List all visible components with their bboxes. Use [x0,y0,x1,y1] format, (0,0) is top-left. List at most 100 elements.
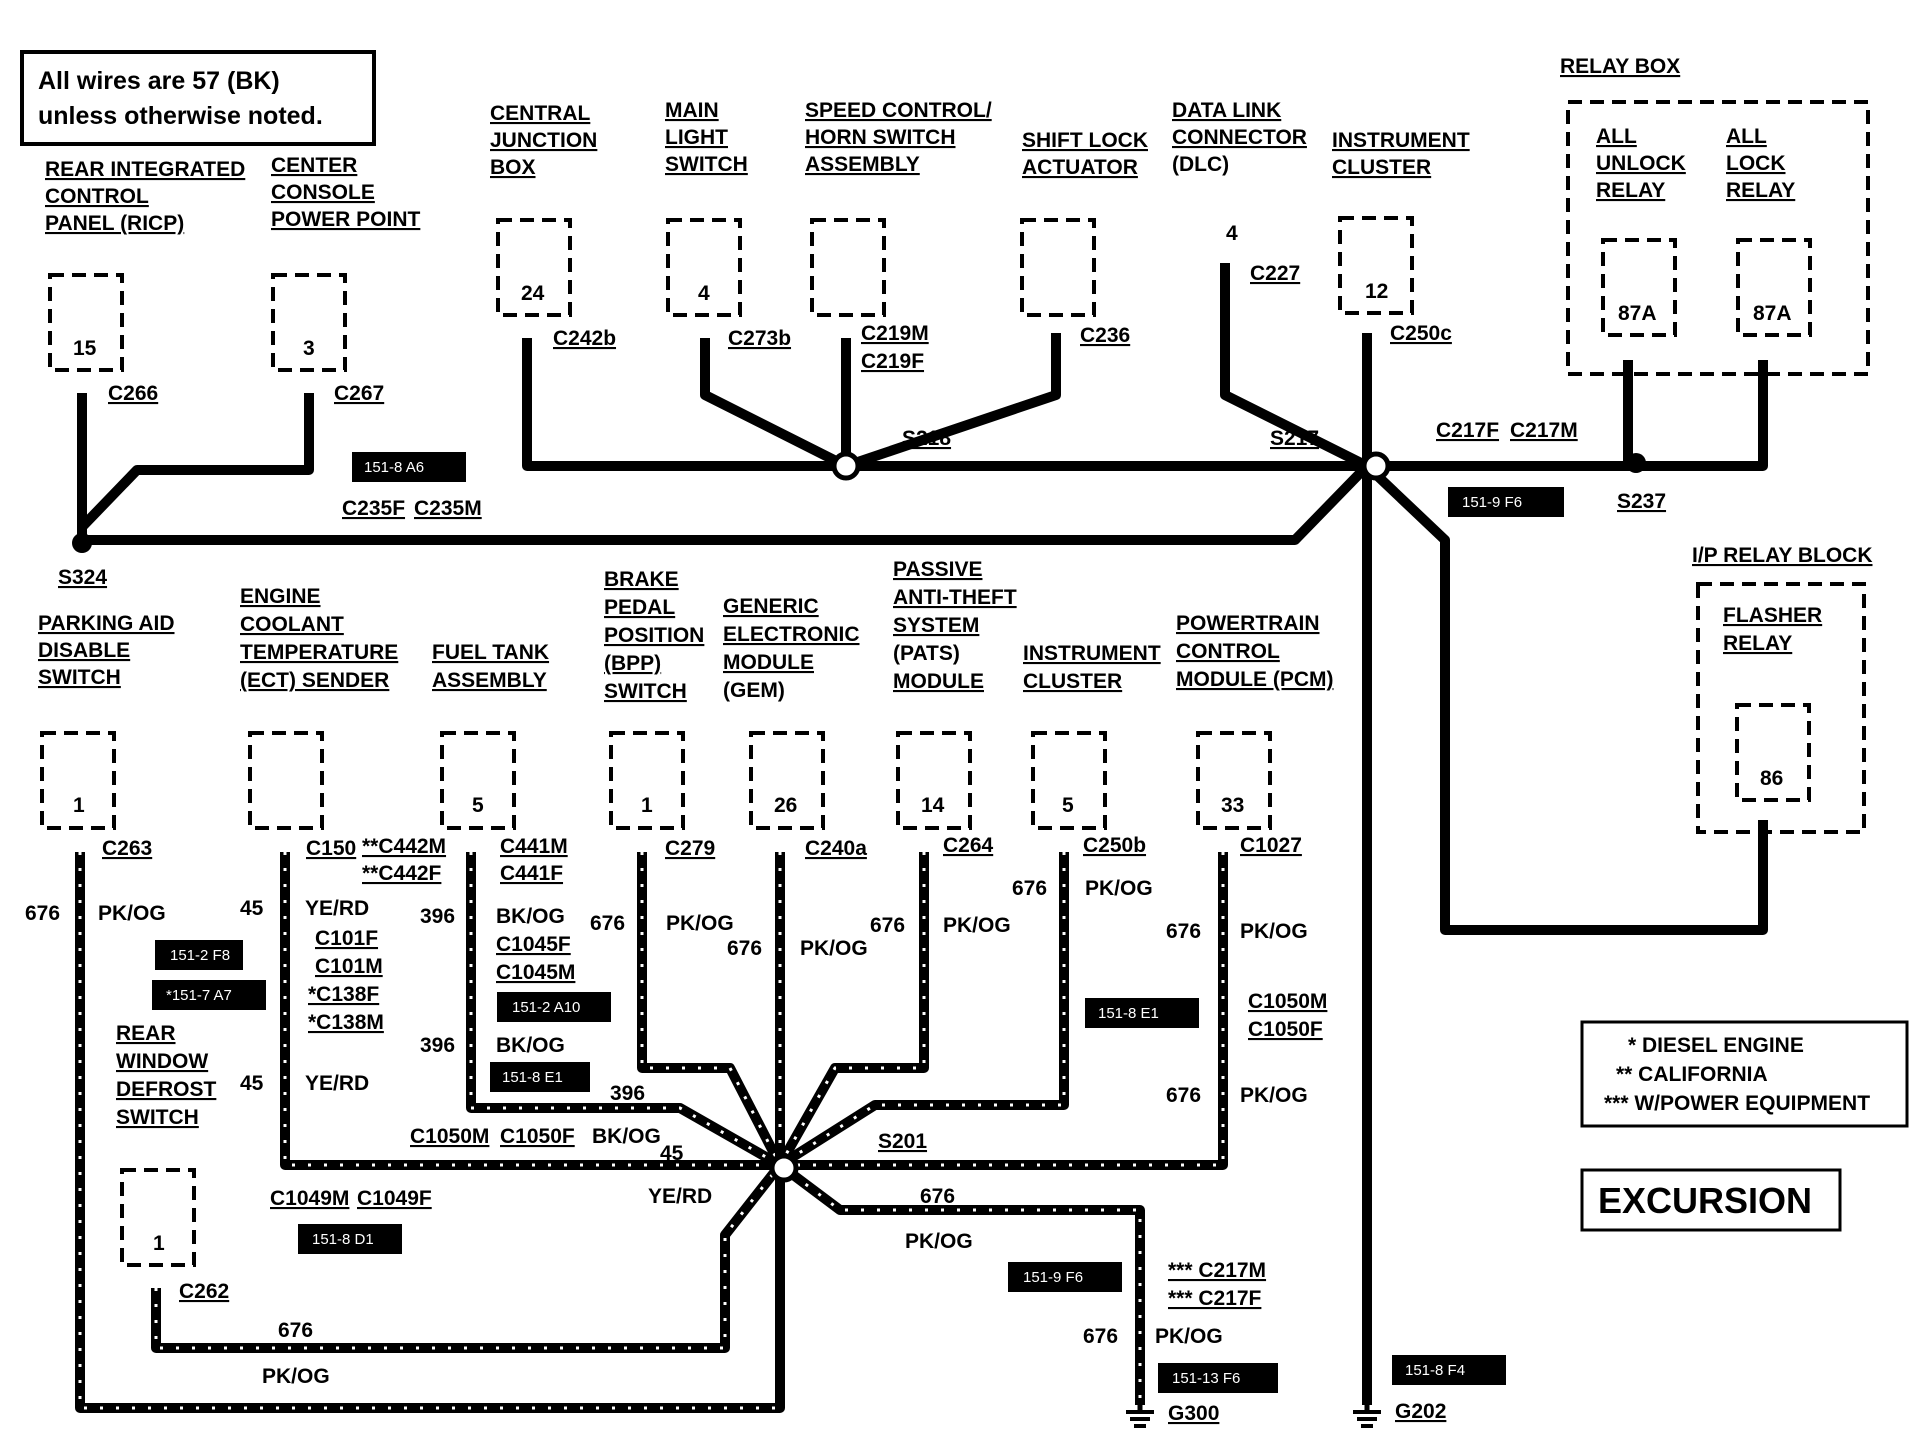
grounds: G300 G202 [1126,1400,1446,1428]
wire-676: 676 [1166,1084,1201,1107]
pin-parking: 1 [73,794,85,817]
wire-bkog: BK/OG [496,905,565,928]
wire-396: 396 [420,905,455,928]
pin-dlc: 4 [1226,222,1238,245]
wire-yerd: YE/RD [305,1072,369,1095]
unlock-label-1: ALL [1596,125,1637,148]
fuel-label-1: FUEL TANK [432,641,549,664]
splices: S218 S217 S237 S324 S201 [58,427,1666,1183]
speed-label-1: SPEED CONTROL/ [805,99,992,122]
console-box [271,273,347,372]
pats-label-4: (PATS) [893,642,960,665]
conn-c1050f-a: C1050F [500,1125,575,1148]
conn-c263: C263 [102,837,152,860]
bpp-box [609,731,685,830]
wire-pkog: PK/OG [666,912,734,935]
ref-tag-9: 151-9 F6 [1023,1269,1083,1286]
ref-tag-2: 151-9 F6 [1462,494,1522,511]
conn-c1050m-b: C1050M [1248,990,1327,1013]
ic2-label-2: CLUSTER [1023,670,1122,693]
gem-label-4: (GEM) [723,679,785,702]
wire-pkog: PK/OG [1155,1325,1223,1348]
wire-396: 396 [610,1082,645,1105]
note-line-2: unless otherwise noted. [38,102,323,130]
unlock-box [1601,238,1677,337]
conn-c217f: C217F [1436,419,1499,442]
wire-pkog: PK/OG [1240,1084,1308,1107]
pin-mls: 4 [698,282,710,305]
legend-power-equipment: *** W/POWER EQUIPMENT [1604,1092,1870,1115]
ref-tag-10: 151-13 F6 [1172,1370,1240,1387]
wire-676: 676 [870,914,905,937]
legend: * DIESEL ENGINE ** CALIFORNIA *** W/POWE… [1580,1020,1909,1128]
pin-fuel: 5 [472,794,484,817]
mls-box [666,218,742,317]
mls-label-3: SWITCH [665,153,748,176]
wire-45: 45 [240,1072,264,1095]
conn-c227: C227 [1250,262,1300,285]
parking-label-2: DISABLE [38,639,130,662]
pin-numbers: 15 3 24 4 4 12 87A 87A 86 1 5 1 26 14 5 … [73,222,1792,1255]
gem-label-1: GENERIC [723,595,819,618]
pin-ricp: 15 [73,337,97,360]
ref-tag-5: 151-2 A10 [512,999,580,1016]
conn-c101m: C101M [315,955,383,978]
conn-c150: C150 [306,837,356,860]
conn-c1049m: C1049M [270,1187,349,1210]
wire-bkog: BK/OG [592,1125,661,1148]
fuel-label-2: ASSEMBLY [432,669,547,692]
ic2-label-1: INSTRUMENT [1023,642,1161,665]
wire-pkog: PK/OG [800,937,868,960]
unlock-label-3: RELAY [1596,179,1665,202]
ricp-label-2: CONTROL [45,185,149,208]
flasher-box [1735,703,1811,802]
conn-c138m: *C138M [308,1011,384,1034]
pin-bpp: 1 [641,794,653,817]
gem-label-3: MODULE [723,651,814,674]
relaybox-label: RELAY BOX [1560,55,1680,78]
wire-45: 45 [240,897,264,920]
wire-pkog: PK/OG [262,1365,330,1388]
lock-label-1: ALL [1726,125,1767,148]
ref-tag-3: 151-2 F8 [170,947,230,964]
conn-c1050m-a: C1050M [410,1125,489,1148]
wire-676: 676 [25,902,60,925]
conn-c236: C236 [1080,324,1130,347]
bpp-label-3: POSITION [604,624,704,647]
wire-labels: 676 PK/OG 45 YE/RD 45 YE/RD 396 BK/OG 39… [25,877,1308,1388]
conn-c441m: C441M [500,835,568,858]
splice-s218 [831,451,861,481]
parking-label-1: PARKING AID [38,612,175,635]
cjb-box [496,218,572,317]
parking-box [40,731,116,830]
connector-labels: C266 C267 C242b C273b C219M C219F C236 C… [102,262,1578,1310]
legend-diesel: * DIESEL ENGINE [1628,1034,1804,1057]
shift-label-2: ACTUATOR [1022,156,1138,179]
conn-c219f: C219F [861,350,924,373]
iprelay-label: I/P RELAY BLOCK [1692,544,1873,567]
ricp-label-1: REAR INTEGRATED [45,158,245,181]
splice-s237 [1626,453,1646,473]
bpp-label-2: PEDAL [604,596,675,619]
page-refs: 151-8 A6 151-9 F6 151-2 F8 *151-7 A7 151… [152,452,1564,1393]
pin-pats: 14 [921,794,945,817]
conn-c217m: C217M [1510,419,1578,442]
conn-c101f: C101F [315,927,378,950]
pats-box [896,731,972,830]
shift-label-1: SHIFT LOCK [1022,129,1148,152]
pin-ic2: 5 [1062,794,1074,817]
conn-c279: C279 [665,837,715,860]
cjb-label-3: BOX [490,156,536,179]
rwd-label-2: WINDOW [116,1050,208,1073]
rwd-box [120,1168,196,1267]
console-label-1: CENTER [271,154,357,177]
ic1-label-2: CLUSTER [1332,156,1431,179]
lock-label-2: LOCK [1726,152,1786,175]
label-s201: S201 [878,1130,927,1153]
conn-c1027: C1027 [1240,834,1302,857]
ref-tag-7: 151-8 E1 [1098,1005,1159,1022]
ic2-box [1031,731,1107,830]
flasher-label-1: FLASHER [1723,604,1822,627]
pin-lock: 87A [1753,302,1792,325]
wire-pkog: PK/OG [943,914,1011,937]
